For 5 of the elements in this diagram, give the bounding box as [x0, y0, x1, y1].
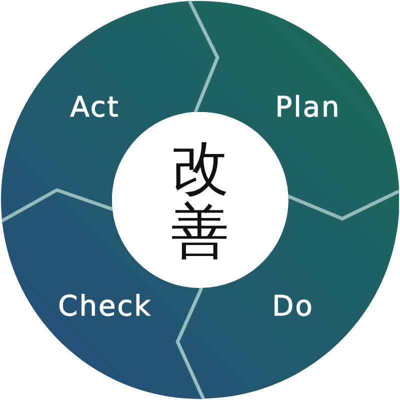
stage-label: Do — [272, 292, 314, 322]
stage-label: Act — [70, 92, 120, 124]
stage-label: Check — [58, 292, 152, 322]
center-label: 改善 — [171, 137, 229, 263]
stage-label: Plan — [275, 92, 341, 124]
